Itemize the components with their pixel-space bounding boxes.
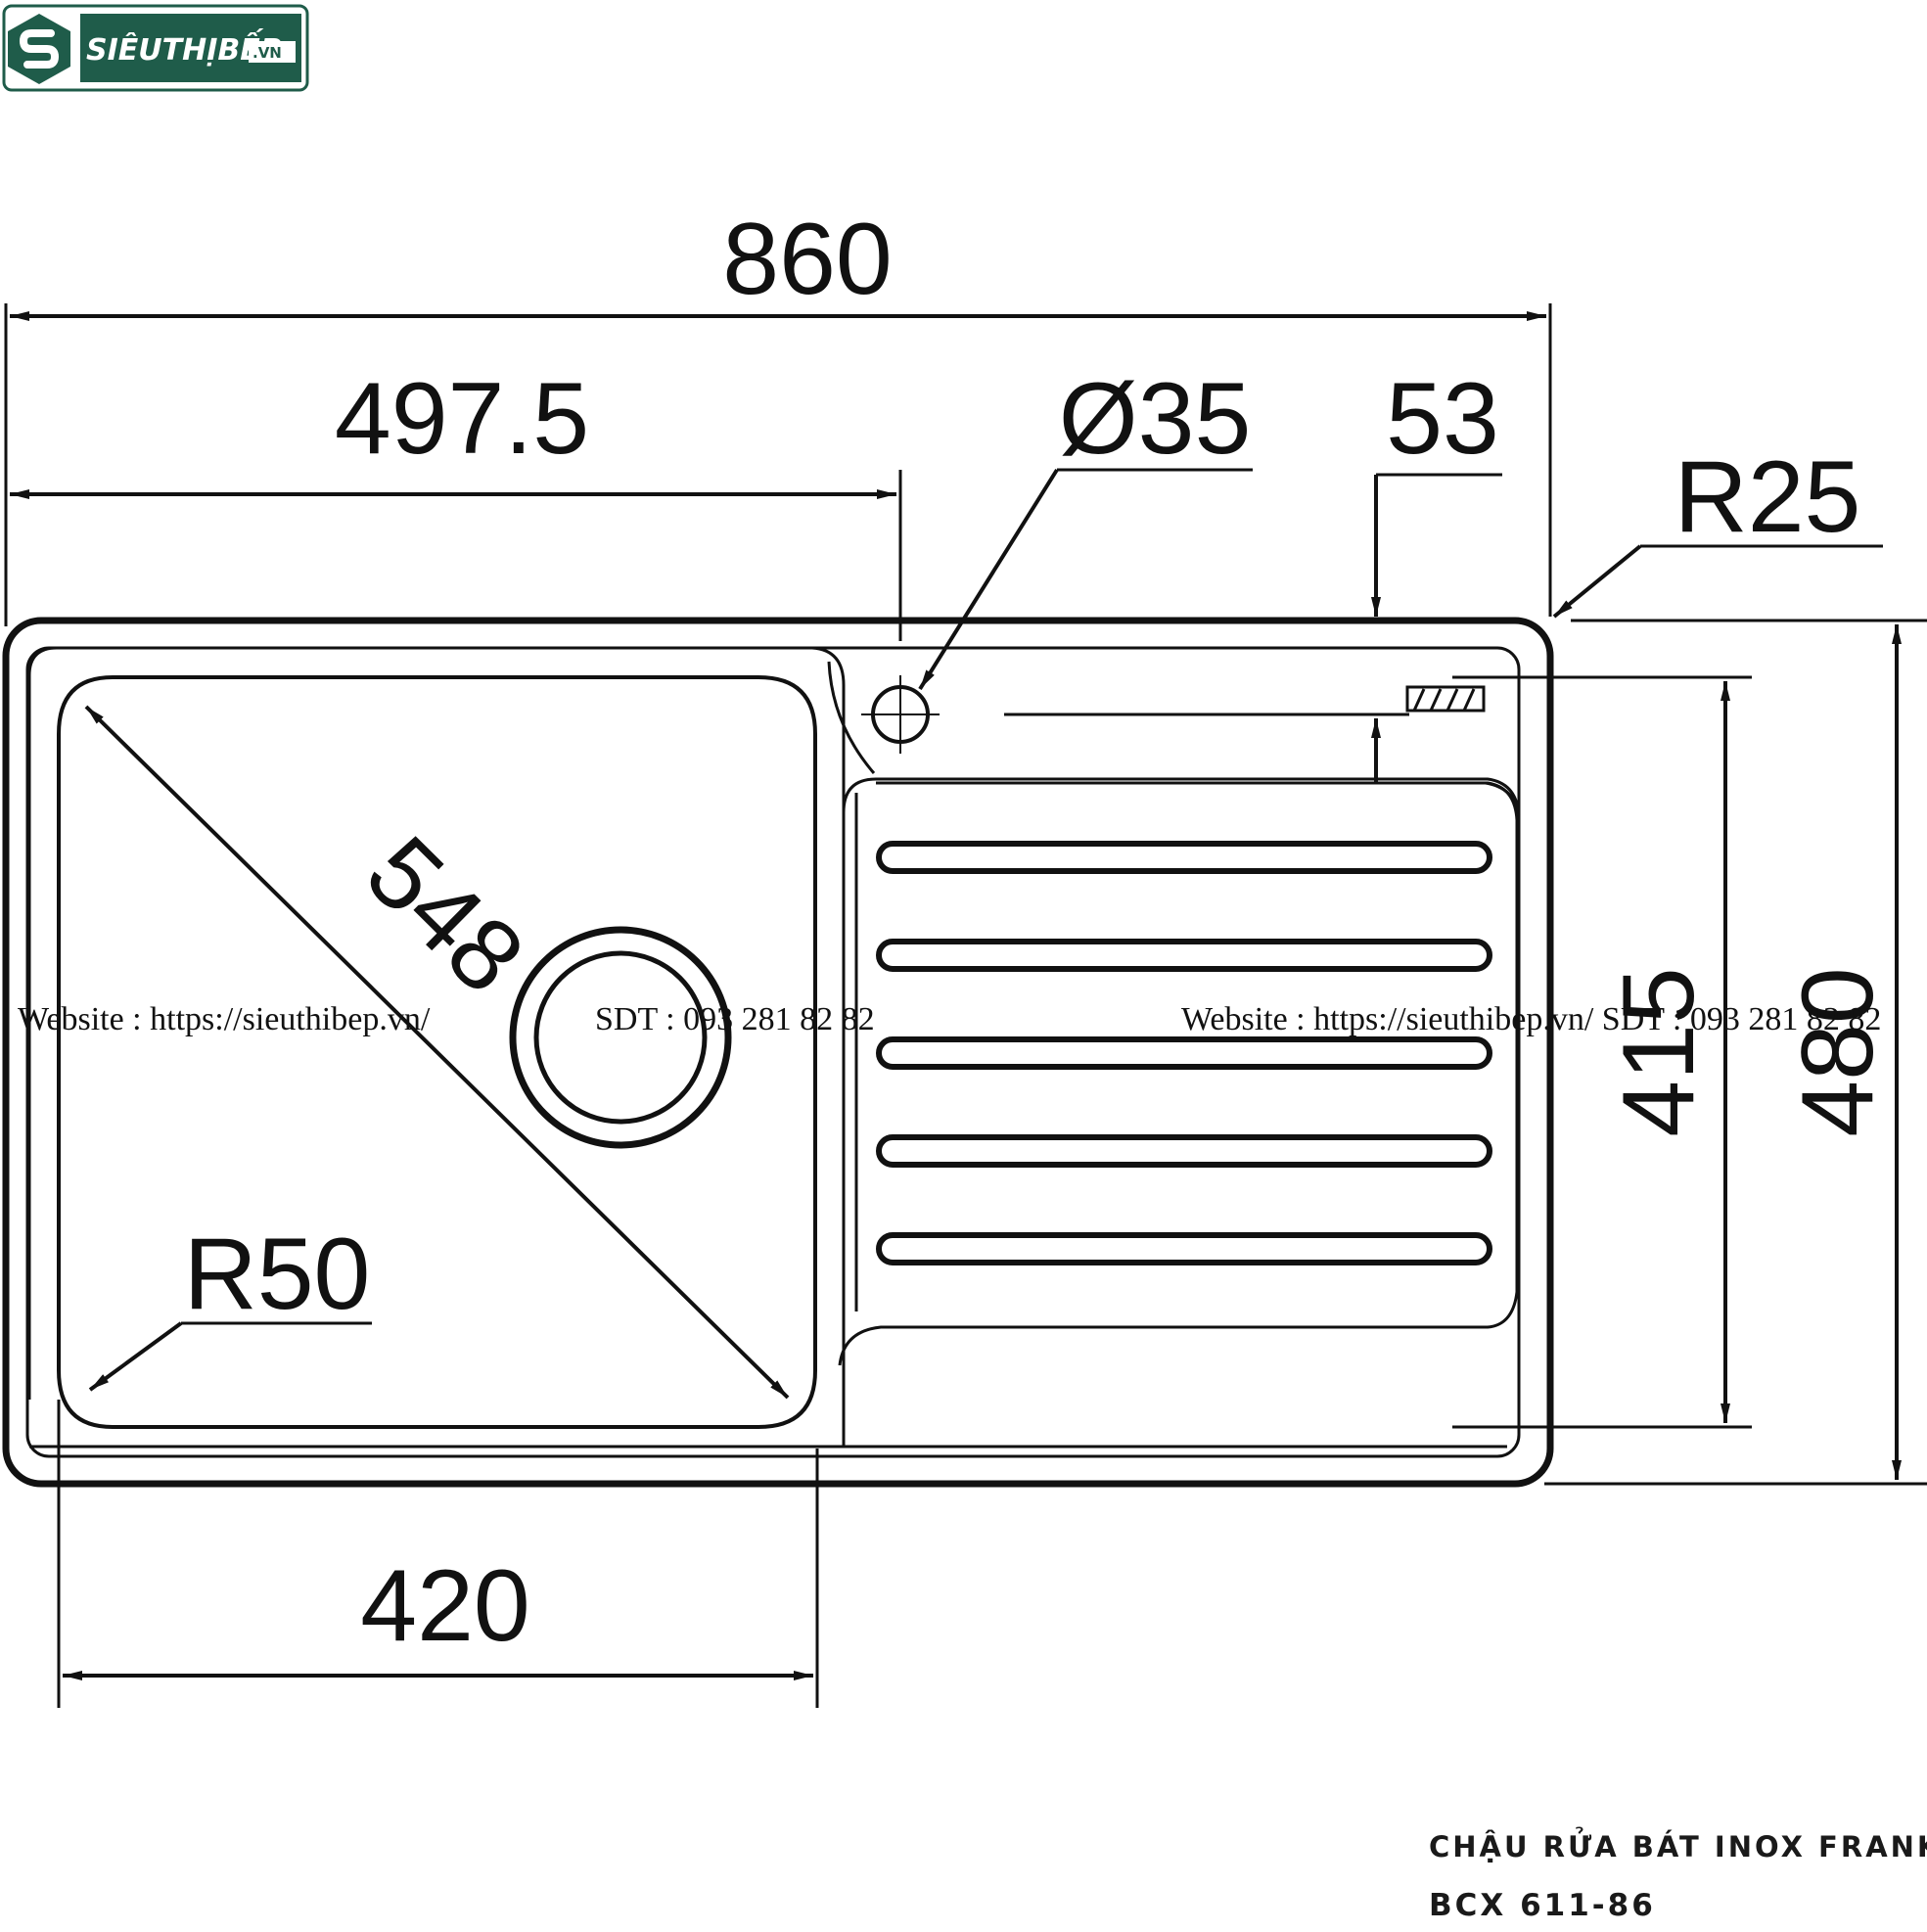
brand-logo[interactable]: SIÊUTHỊBẾP .VN xyxy=(2,4,309,92)
product-caption: CHẬU RỬA BÁT INOX FRANKE BCX 611-86 xyxy=(1429,1826,1927,1923)
dim-label-480: 480 xyxy=(1781,967,1895,1137)
dim-label-tap-hole: Ø35 xyxy=(1059,362,1252,476)
drainer-groove xyxy=(876,1134,1492,1168)
watermark: Website : https://sieuthibep.vn/ SDT : 0… xyxy=(18,1001,1881,1037)
dim-overall-width: 860 xyxy=(4,203,1552,626)
dim-bowl-width: 420 xyxy=(57,1400,819,1708)
drainer-grooves xyxy=(876,841,1492,1265)
dim-label-415: 415 xyxy=(1602,967,1716,1137)
dim-label-420: 420 xyxy=(360,1549,530,1663)
drainer-board xyxy=(838,777,1521,1366)
logo-s-icon xyxy=(8,14,70,84)
tap-area xyxy=(827,661,1486,774)
sink-bowl xyxy=(27,646,846,1447)
caption-product-type: CHẬU RỬA BÁT INOX FRANKE xyxy=(1429,1826,1927,1863)
dim-bowl-radius: R50 xyxy=(88,1218,372,1392)
dim-overall-depth: 480 xyxy=(1544,619,1927,1486)
watermark-right: Website : https://sieuthibep.vn/ SDT : 0… xyxy=(1181,1001,1881,1037)
watermark-website-left: Website : https://sieuthibep.vn/ xyxy=(18,1001,431,1037)
dim-label-r25: R25 xyxy=(1675,440,1861,554)
dim-tap-edge: 53 xyxy=(1371,362,1502,783)
watermark-phone-left: SDT : 093 281 82 82 xyxy=(595,1001,875,1037)
caption-model: BCX 611-86 xyxy=(1429,1888,1656,1923)
dim-label-548: 548 xyxy=(344,815,545,1015)
sink-outline xyxy=(2,617,1554,1488)
dim-tap-hole: Ø35 xyxy=(918,362,1253,691)
dim-corner-radius: R25 xyxy=(1552,440,1883,619)
drainer-groove xyxy=(876,1036,1492,1070)
drain-hole xyxy=(509,926,732,1149)
dim-label-497-5: 497.5 xyxy=(335,362,589,476)
drainer-groove xyxy=(876,939,1492,972)
logo-tld: .VN xyxy=(252,44,282,62)
dim-bowl-depth: 415 xyxy=(1452,675,1752,1429)
dim-label-r50: R50 xyxy=(184,1218,371,1331)
dim-bowl-offset: 497.5 xyxy=(10,362,902,641)
drainer-groove xyxy=(876,1232,1492,1265)
drainer-groove xyxy=(876,841,1492,874)
dim-label-53: 53 xyxy=(1386,362,1499,476)
dim-label-860: 860 xyxy=(722,203,893,316)
